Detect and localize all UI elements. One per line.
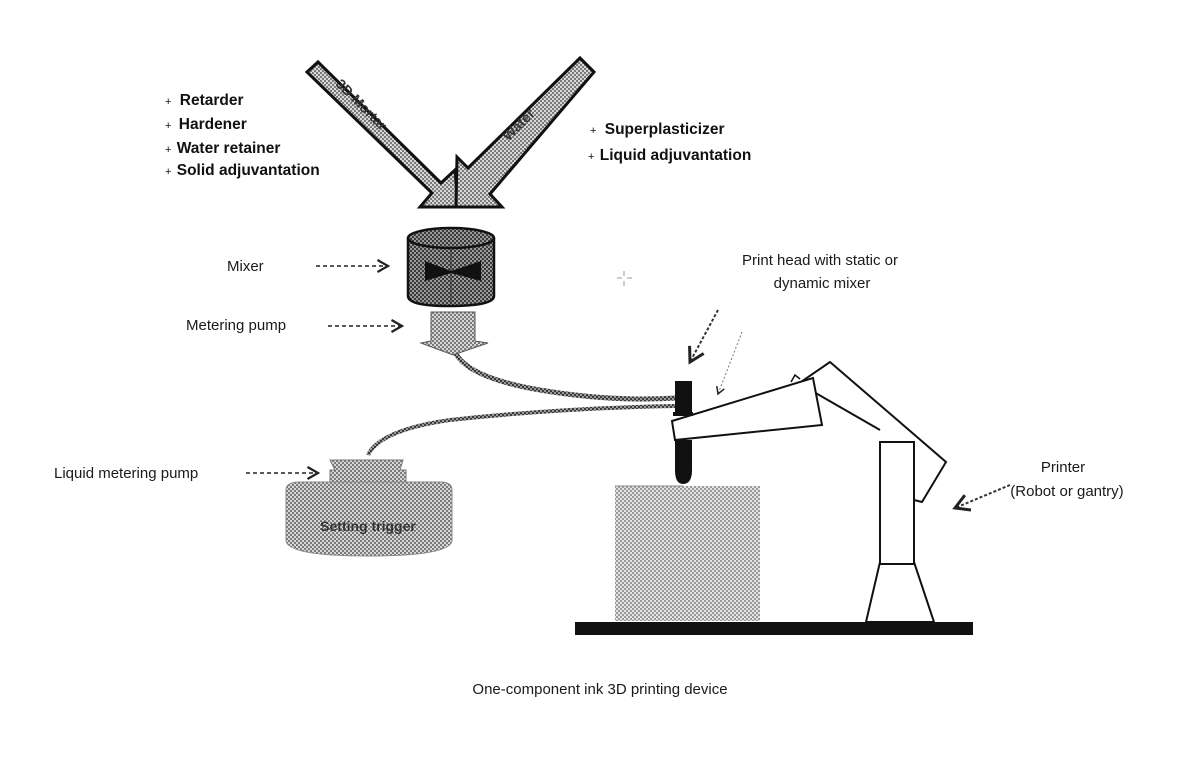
- additive-liquid-adjuvantation: + Liquid adjuvantation: [588, 147, 751, 164]
- mixer-label: Mixer: [227, 258, 264, 275]
- liquid-feed-hose: [366, 404, 677, 456]
- metering-pump: [419, 311, 489, 356]
- mixer: [406, 226, 496, 308]
- printer-robot: [670, 360, 948, 623]
- print-head-label-line2: dynamic mixer: [774, 275, 871, 292]
- additive-solid-adjuvantation: + Solid adjuvantation: [165, 162, 320, 179]
- metering-pump-label: Metering pump: [186, 317, 286, 334]
- printer-pointer-arrow: [952, 484, 1011, 512]
- setting-trigger-label: Setting trigger: [320, 518, 416, 534]
- print-head-label-line1: Print head with static or: [742, 252, 898, 269]
- water-input-arrow: Water: [454, 55, 597, 209]
- additive-retarder: + Retarder: [165, 92, 244, 109]
- mixer-head-pointer-arrow: [716, 331, 743, 396]
- base-plate: [575, 622, 973, 635]
- setting-trigger-tank: Setting trigger: [285, 459, 453, 557]
- mortar-input-arrow: 3D Mortar: [304, 59, 460, 209]
- figure-caption: One-component ink 3D printing device: [472, 681, 727, 698]
- print-head-pointer-arrow: [688, 309, 719, 365]
- crosshair-icon: [617, 271, 632, 286]
- additives-left-list: + Retarder + Hardener + Water retainer +…: [165, 92, 320, 179]
- mortar-feed-hose: [453, 352, 677, 402]
- additive-water-retainer: + Water retainer: [165, 140, 280, 157]
- printer-label-line1: Printer: [1041, 459, 1085, 476]
- printed-object: [615, 486, 760, 621]
- additives-right-list: + Superplasticizer + Liquid adjuvantatio…: [588, 121, 751, 164]
- liquid-metering-pump-label: Liquid metering pump: [54, 465, 198, 482]
- printer-label-line2: (Robot or gantry): [1010, 483, 1123, 500]
- mixer-blade-icon: [425, 261, 481, 281]
- additive-hardener: + Hardener: [165, 116, 247, 133]
- print-head: [673, 381, 693, 484]
- additive-superplasticizer: + Superplasticizer: [590, 121, 725, 138]
